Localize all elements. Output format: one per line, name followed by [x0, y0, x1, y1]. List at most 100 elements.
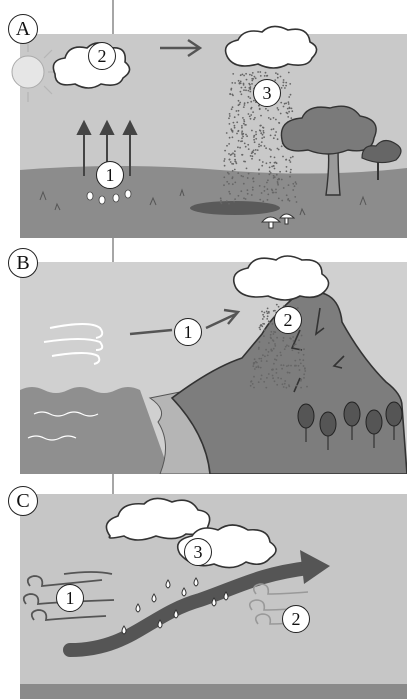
rain-dot — [296, 385, 298, 387]
rain-dot — [250, 155, 252, 157]
panel-label-a: A — [8, 14, 38, 44]
rain-dot — [280, 364, 282, 366]
rain-dot — [251, 194, 253, 196]
rain-dot — [251, 152, 253, 154]
rain-dot — [249, 91, 251, 93]
rain-dot — [277, 107, 279, 109]
rain-dot — [263, 381, 265, 383]
rain-dot — [253, 362, 255, 364]
rain-dot — [228, 143, 230, 145]
rain-dot — [293, 345, 295, 347]
rain-dot — [273, 348, 275, 350]
rain-dot — [261, 325, 263, 327]
rain-dot — [268, 373, 270, 375]
rain-dot — [224, 158, 226, 160]
rain-dot — [267, 110, 269, 112]
rain-dot — [241, 132, 243, 134]
rain-dot — [263, 316, 265, 318]
rain-dot — [251, 74, 253, 76]
rain-dot — [242, 74, 244, 76]
rain-dot — [265, 349, 267, 351]
callout-a-1: 1 — [96, 161, 124, 189]
rain-dot — [238, 80, 240, 82]
rain-dot — [303, 354, 305, 356]
rain-dot — [257, 71, 259, 73]
rain-dot — [273, 117, 275, 119]
rain-dot — [252, 189, 254, 191]
rain-dot — [242, 136, 244, 138]
rain-dot — [267, 199, 269, 201]
rain-dot — [232, 106, 234, 108]
rain-dot — [262, 354, 264, 356]
rain-dot — [241, 127, 243, 129]
rain-dot — [270, 156, 272, 158]
rain-dot — [278, 122, 280, 124]
rain-dot — [228, 117, 230, 119]
rain-dot — [240, 81, 242, 83]
rain-dot — [272, 375, 274, 377]
rain-dot — [295, 181, 297, 183]
rain-dot — [303, 377, 305, 379]
rain-dot — [242, 117, 244, 119]
rain-dot — [244, 161, 246, 163]
rain-dot — [286, 344, 288, 346]
rain-dot — [290, 117, 292, 119]
rain-dot — [263, 323, 265, 325]
rain-dot — [290, 94, 292, 96]
rain-dot — [228, 191, 230, 193]
rain-dot — [306, 386, 308, 388]
rain-dot — [250, 101, 252, 103]
panel-a-illustration — [0, 0, 407, 240]
rain-dot — [280, 354, 282, 356]
rain-dot — [231, 178, 233, 180]
panel-b-illustration — [0, 238, 407, 474]
rain-dot — [264, 355, 266, 357]
rain-dot — [255, 366, 257, 368]
rain-cloud-icon — [226, 26, 317, 68]
rain-dot — [280, 76, 282, 78]
rain-dot — [234, 116, 236, 118]
rain-dot — [239, 147, 241, 149]
rain-dot — [254, 141, 256, 143]
rain-dot — [245, 73, 247, 75]
rain-dot — [286, 194, 288, 196]
rain-dot — [267, 194, 269, 196]
rain-dot — [259, 341, 261, 343]
rain-dot — [270, 172, 272, 174]
rain-dot — [247, 144, 249, 146]
panel-b: B 1 2 — [0, 238, 407, 474]
rain-dot — [253, 376, 255, 378]
rain-dot — [234, 150, 236, 152]
rain-dot — [259, 108, 261, 110]
rain-dot — [251, 78, 253, 80]
rain-dot — [231, 88, 233, 90]
rain-dot — [220, 200, 222, 202]
rain-dot — [263, 335, 265, 337]
rain-dot — [248, 87, 250, 89]
rain-dot — [230, 161, 232, 163]
rain-dot — [298, 339, 300, 341]
rain-dot — [270, 118, 272, 120]
rain-dot — [263, 136, 265, 138]
rain-dot — [300, 387, 302, 389]
rain-dot — [288, 345, 290, 347]
rain-dot — [254, 358, 256, 360]
rain-dot — [277, 138, 279, 140]
rain-dot — [285, 85, 287, 87]
rain-dot — [247, 177, 249, 179]
rain-dot — [298, 365, 300, 367]
rain-dot — [234, 155, 236, 157]
rain-dot — [229, 123, 231, 125]
rain-dot — [223, 184, 225, 186]
rain-dot — [265, 387, 267, 389]
rain-dot — [263, 132, 265, 134]
rain-dot — [285, 346, 287, 348]
rain-dot — [232, 73, 234, 75]
rain-dot — [282, 383, 284, 385]
rain-dot — [259, 129, 261, 131]
rain-dot — [250, 108, 252, 110]
rain-dot — [259, 71, 261, 73]
rain-dot — [229, 193, 231, 195]
rain-dot — [231, 154, 233, 156]
rain-dot — [289, 159, 291, 161]
